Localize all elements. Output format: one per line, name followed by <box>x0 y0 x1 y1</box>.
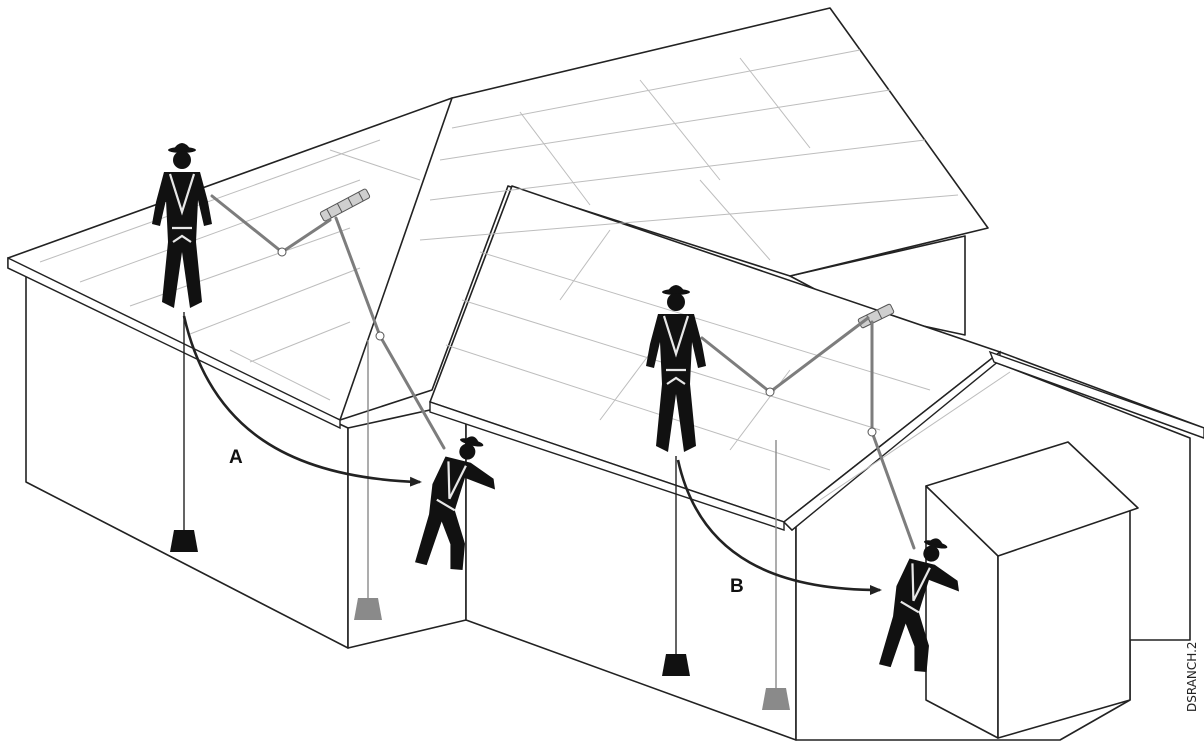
fall-arc-b-arrow <box>676 459 882 595</box>
roofs <box>7 7 1204 531</box>
roof-anchors <box>319 188 895 329</box>
fall-label-a: A <box>229 447 243 468</box>
shed-roof <box>925 441 1139 557</box>
left-eave <box>7 256 341 430</box>
fall-arc-a-arrow <box>182 315 422 487</box>
storage-shed <box>925 441 1139 739</box>
clearance-lines <box>170 312 790 710</box>
back-gable-roof <box>339 7 989 421</box>
worker-standing-1 <box>152 143 212 308</box>
roof-anchor-left <box>319 188 371 222</box>
worker-standing-2 <box>646 285 706 452</box>
worker-falling-1 <box>415 436 496 570</box>
worker-falling-2 <box>879 538 960 672</box>
front-eave <box>429 401 785 531</box>
weight-block-4 <box>762 688 790 710</box>
shingle-lines <box>39 49 1011 501</box>
right-eave <box>988 350 1204 439</box>
weight-block-2 <box>354 598 382 620</box>
fall-arcs <box>182 315 882 595</box>
weight-block-3 <box>662 654 690 676</box>
figure-code: DSRANCH.2 <box>1185 641 1199 712</box>
fall-label-b: B <box>730 576 744 597</box>
weight-block-1 <box>170 530 198 552</box>
lanyards <box>210 194 916 550</box>
